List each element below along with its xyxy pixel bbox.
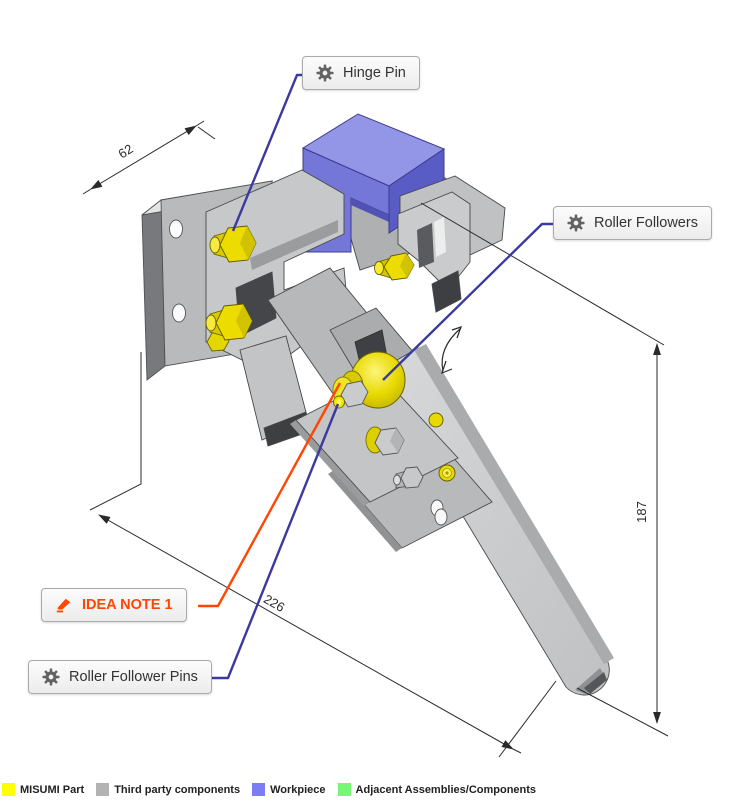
dimension-187-value: 187 — [634, 501, 649, 523]
legend-swatch-third-party — [96, 783, 110, 796]
legend-item: MISUMI Part — [2, 783, 84, 796]
gear-icon — [316, 64, 334, 82]
idea-note-callout[interactable]: IDEA NOTE 1 — [41, 588, 187, 622]
legend-label: Third party components — [114, 783, 241, 796]
bracket-bolt — [374, 252, 415, 281]
leader-hinge-pin — [231, 73, 304, 232]
pencil-icon — [56, 598, 71, 613]
leader-roller-followers — [382, 222, 554, 381]
roller-pin-nut-upper — [365, 426, 405, 456]
plate-hole — [172, 303, 186, 323]
gear-icon — [42, 668, 60, 686]
legend-label: Workpiece — [270, 783, 326, 796]
hub-nut — [340, 380, 369, 408]
dimension-62-value: 62 — [116, 141, 136, 161]
roller-followers-callout[interactable]: Roller Followers — [553, 206, 712, 240]
rotation-arc-arrow — [441, 326, 462, 375]
roller-follower — [332, 329, 406, 409]
upper-bracket — [397, 175, 506, 313]
dimension-187: 187 — [420, 202, 669, 737]
legend-item: Workpiece — [252, 783, 326, 796]
legend-swatch-adjacent — [337, 783, 351, 796]
plate-hole — [169, 219, 183, 239]
bracket-slot-hole — [434, 508, 448, 526]
roller-follower-pins-callout[interactable]: Roller Follower Pins — [28, 660, 212, 694]
hinge-pin-bolt-top — [209, 225, 257, 263]
roller-followers-label: Roller Followers — [594, 214, 698, 231]
hinge-pin-callout[interactable]: Hinge Pin — [302, 56, 420, 90]
legend-label: MISUMI Part — [20, 783, 85, 796]
color-legend: MISUMI Part Third party components Workp… — [2, 783, 536, 796]
gear-icon — [567, 214, 585, 232]
dimension-62: 62 — [82, 120, 216, 195]
dimension-226-value: 226 — [261, 591, 287, 615]
hinge-pin-label: Hinge Pin — [343, 64, 406, 81]
idea-note-label: IDEA NOTE 1 — [82, 596, 173, 613]
roller-pin-nut-lower — [393, 466, 424, 489]
dimension-226: 226 — [89, 352, 557, 758]
legend-swatch-workpiece — [252, 783, 266, 796]
leader-idea-note — [198, 382, 342, 608]
legend-item: Third party components — [96, 783, 240, 796]
legend-item: Adjacent Assemblies/Components — [337, 783, 537, 796]
button-screws — [428, 412, 456, 482]
hinge-pin-bolt-bottom — [205, 303, 253, 352]
roller-follower-pins-label: Roller Follower Pins — [69, 668, 198, 685]
legend-label: Adjacent Assemblies/Components — [355, 783, 537, 796]
legend-swatch-misumi — [2, 783, 15, 796]
